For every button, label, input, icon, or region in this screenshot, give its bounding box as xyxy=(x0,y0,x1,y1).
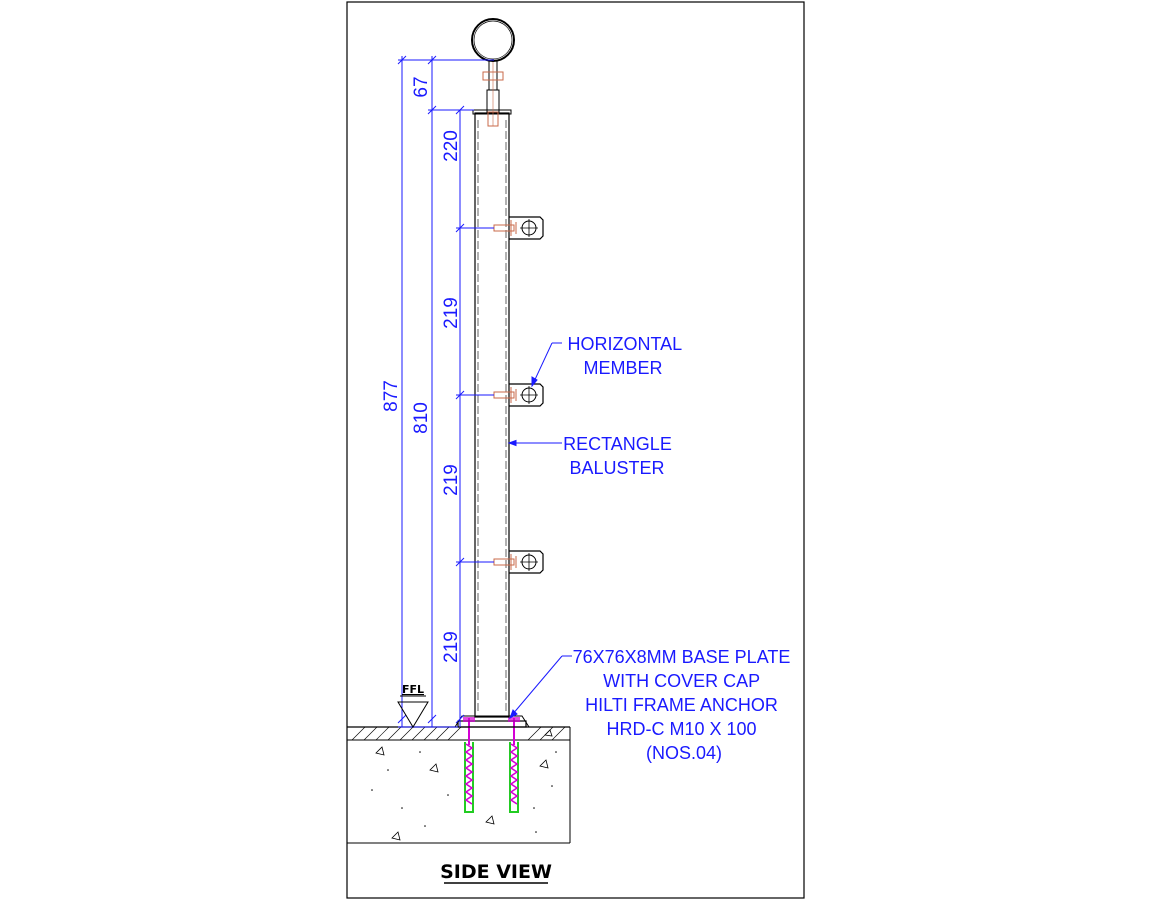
dimension-segment-1: 220 xyxy=(441,130,462,162)
dimension-lines xyxy=(397,55,494,728)
base-plate xyxy=(454,715,530,728)
drawing-border xyxy=(346,1,805,899)
note-base-plate-line-4: HRD-C M10 X 100 xyxy=(606,719,756,739)
leader-horizontal-member xyxy=(531,342,562,388)
rectangle-baluster xyxy=(472,109,512,718)
dimension-top: 67 xyxy=(411,76,432,97)
note-base-plate-line-1: 76X76X8MM BASE PLATE xyxy=(573,647,791,667)
dimension-segment-2: 219 xyxy=(441,297,462,329)
note-base-plate-line-3: HILTI FRAME ANCHOR xyxy=(585,695,778,715)
note-horizontal-member-line-1: HORIZONTAL xyxy=(567,334,682,354)
dimension-overall: 877 xyxy=(381,380,402,412)
note-horizontal-member-line-2: MEMBER xyxy=(583,358,662,378)
dimension-post: 810 xyxy=(411,402,432,434)
ffl-level-marker: FFL xyxy=(397,683,429,728)
horizontal-member-bracket-3 xyxy=(493,550,544,574)
leader-rectangle-baluster xyxy=(507,439,562,447)
leader-base-plate xyxy=(509,655,572,720)
note-rectangle-baluster-line-1: RECTANGLE xyxy=(563,434,672,454)
handrail-pipe xyxy=(471,18,515,62)
note-horizontal-member: HORIZONTAL MEMBER xyxy=(567,334,686,378)
dimension-segment-4: 219 xyxy=(441,631,462,663)
note-base-plate-line-2: WITH COVER CAP xyxy=(603,671,760,691)
horizontal-member-bracket-2 xyxy=(493,383,544,407)
note-rectangle-baluster: RECTANGLE BALUSTER xyxy=(563,434,677,478)
drawing-title: SIDE VIEW xyxy=(440,861,552,883)
frame-anchor-right xyxy=(509,718,519,813)
dimension-segment-3: 219 xyxy=(441,464,462,496)
concrete-slab xyxy=(347,726,571,844)
note-base-plate: 76X76X8MM BASE PLATE WITH COVER CAP HILT… xyxy=(573,647,796,763)
horizontal-member-bracket-1 xyxy=(493,216,544,240)
ffl-label: FFL xyxy=(402,683,424,696)
frame-anchor-left xyxy=(464,718,474,813)
note-rectangle-baluster-line-2: BALUSTER xyxy=(569,458,664,478)
note-base-plate-line-5: (NOS.04) xyxy=(646,743,722,763)
handrail-bracket xyxy=(482,61,504,127)
